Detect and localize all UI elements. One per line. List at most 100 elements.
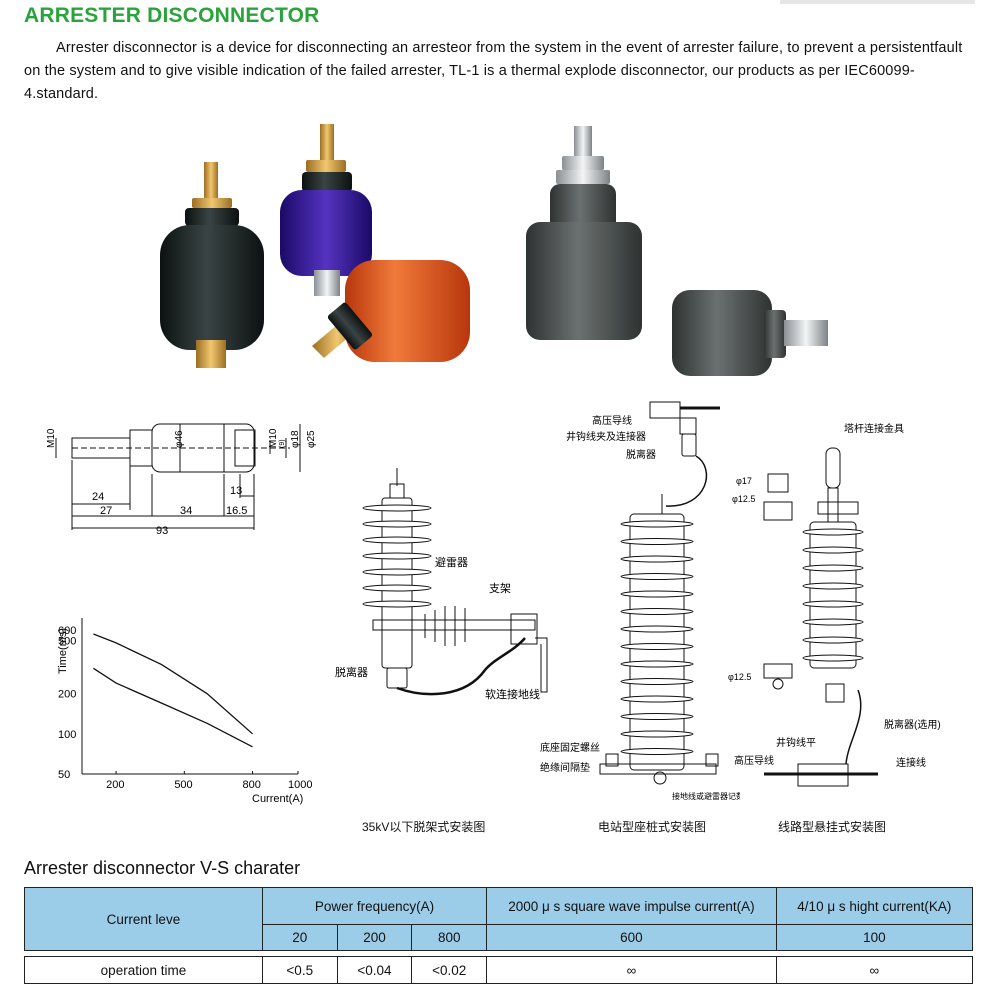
insulator-shed: [802, 654, 864, 662]
insulator-shed: [620, 660, 694, 668]
chart-x-label: Current(A): [252, 793, 303, 805]
row-label: operation time: [24, 956, 263, 984]
insulator-shed: [802, 582, 864, 590]
row-pf-20: <0.5: [261, 956, 338, 984]
label-tower-fitting: 塔杆连接金具: [844, 422, 904, 435]
chart-y-tick: 500: [58, 636, 76, 648]
label-clamp: 井钩线夹及连接器: [566, 430, 646, 443]
dim-m10-left: M10: [46, 428, 57, 448]
label-d125-top: φ12.5: [732, 494, 755, 504]
label-hv-line-line: 高压导线: [734, 754, 774, 767]
dim-d25: φ25: [306, 430, 317, 448]
label-bracket: 支架: [489, 582, 511, 595]
chart-series-line-1: [93, 633, 253, 735]
label-arrester: 避雷器: [435, 555, 468, 569]
label-hv-line: 高压导线: [592, 414, 632, 427]
chart-series-line-2: [93, 667, 253, 748]
hdr-square-wave: 2000 μ s square wave impulse current(A): [486, 887, 777, 925]
grey-disconnector-side-photo: [672, 290, 828, 376]
chart-y-tick: 600: [58, 625, 76, 637]
dim-27: 27: [100, 505, 112, 517]
station-install-diagram: 高压导线 井钩线夹及连接器 脱离器 底座固定螺丝 绝缘间隔垫 接地线或避雷器记数…: [540, 401, 740, 801]
insulator-shed: [620, 730, 694, 738]
chart-x-tick: 800: [243, 779, 261, 791]
caption-bracket: 35kV以下脱架式安装图: [362, 820, 486, 834]
insulator-shed: [802, 636, 864, 644]
sub-pf-200: 200: [336, 924, 413, 951]
label-clamp-level: 井钩线平: [776, 736, 816, 749]
grey-disconnector-photo: [526, 126, 642, 340]
insulator-shed: [620, 643, 694, 650]
product-photos: [160, 124, 828, 376]
dim-d46: φ46: [174, 430, 185, 448]
insulator-shed: [620, 590, 694, 598]
insulator-shed: [362, 600, 432, 608]
label-disconnector-optional: 脱离器(选用): [884, 718, 941, 731]
vs-table: Current leve Power frequency(A) 2000 μ s…: [24, 887, 974, 984]
insulator-shed: [620, 520, 694, 528]
chart-y-tick: 50: [58, 769, 70, 781]
insulator-shed: [362, 552, 432, 560]
insulator-shed: [620, 573, 694, 580]
intro-paragraph: Arrester disconnector is a device for di…: [24, 40, 963, 102]
chart-y-tick: 100: [58, 729, 76, 741]
caption-station: 电站型座桩式安装图: [598, 820, 707, 834]
hdr-power-frequency: Power frequency(A): [261, 887, 488, 925]
chart-x-tick: 1000: [288, 779, 312, 791]
label-base-screw: 底座固定螺丝: [540, 741, 600, 754]
sub-square-600: 600: [486, 924, 777, 951]
caption-line: 线路型悬挂式安装图: [778, 820, 887, 834]
insulator-shed: [362, 584, 432, 592]
dim-34: 34: [180, 505, 192, 517]
label-disconnector-station: 脱离器: [626, 448, 656, 461]
purple-disconnector-photo: [280, 124, 372, 296]
top-bar: [780, 0, 975, 4]
row-high: ∞: [775, 956, 974, 984]
insulator-shed: [620, 713, 694, 720]
orange-disconnector-photo: [312, 260, 470, 362]
chart-x-tick: 200: [106, 779, 124, 791]
row-pf-200: <0.04: [336, 956, 413, 984]
sub-high-100: 100: [775, 924, 974, 951]
intro-text: Arrester disconnector is a device for di…: [24, 37, 974, 106]
dim-24: 24: [92, 491, 104, 503]
insulator-shed: [620, 748, 694, 755]
bracket-install-diagram: 避雷器 支架 脱离器 软连接地线: [335, 468, 548, 701]
insulator-shed: [802, 618, 864, 626]
dim-93: 93: [156, 525, 168, 537]
label-counter: 接地线或避雷器记数器: [672, 791, 740, 801]
sub-pf-20: 20: [261, 924, 338, 951]
insulator-shed: [620, 555, 694, 563]
row-pf-800: <0.02: [411, 956, 488, 984]
sub-pf-800: 800: [411, 924, 488, 951]
black-disconnector-photo: [160, 162, 264, 368]
insulator-shed: [620, 678, 694, 685]
label-insulation-pad: 绝缘间隔垫: [540, 761, 590, 774]
table-row: operation time <0.5 <0.04 <0.02 ∞ ∞: [24, 956, 974, 984]
dim-m10-right: M10: [268, 428, 279, 448]
hdr-high-current: 4/10 μ s hight current(KA): [775, 887, 974, 925]
dim-16-5: 16.5: [226, 505, 247, 517]
insulator-shed: [802, 564, 864, 572]
insulator-shed: [362, 504, 432, 512]
label-d17: φ17: [736, 476, 752, 486]
label-ground-wire: 软连接地线: [485, 687, 540, 701]
label-d125-bottom: φ12.5: [728, 672, 751, 682]
chart-x-tick: 500: [174, 779, 192, 791]
line-install-diagram: 塔杆连接金具 φ17 φ12.5 φ12.5 脱离器(选用) 井钩线平 高压导线…: [728, 422, 941, 787]
insulator-shed: [802, 546, 864, 554]
page-title: ARRESTER DISCONNECTOR: [24, 4, 320, 27]
insulator-shed: [362, 568, 432, 576]
label-disconnector: 脱离器: [335, 665, 368, 679]
insulator-shed: [620, 538, 694, 545]
dimension-drawing: M10 φ46 M10 (9) φ18 φ25 24 27 34 13 16.5…: [46, 423, 317, 537]
insulator-shed: [362, 536, 432, 544]
insulator-shed: [802, 600, 864, 608]
row-square: ∞: [486, 956, 777, 984]
insulator-shed: [620, 625, 694, 633]
chart-y-tick: 200: [58, 689, 76, 701]
insulator-shed: [620, 608, 694, 615]
dim-13: 13: [230, 485, 242, 497]
hdr-current-level: Current leve: [24, 887, 263, 951]
